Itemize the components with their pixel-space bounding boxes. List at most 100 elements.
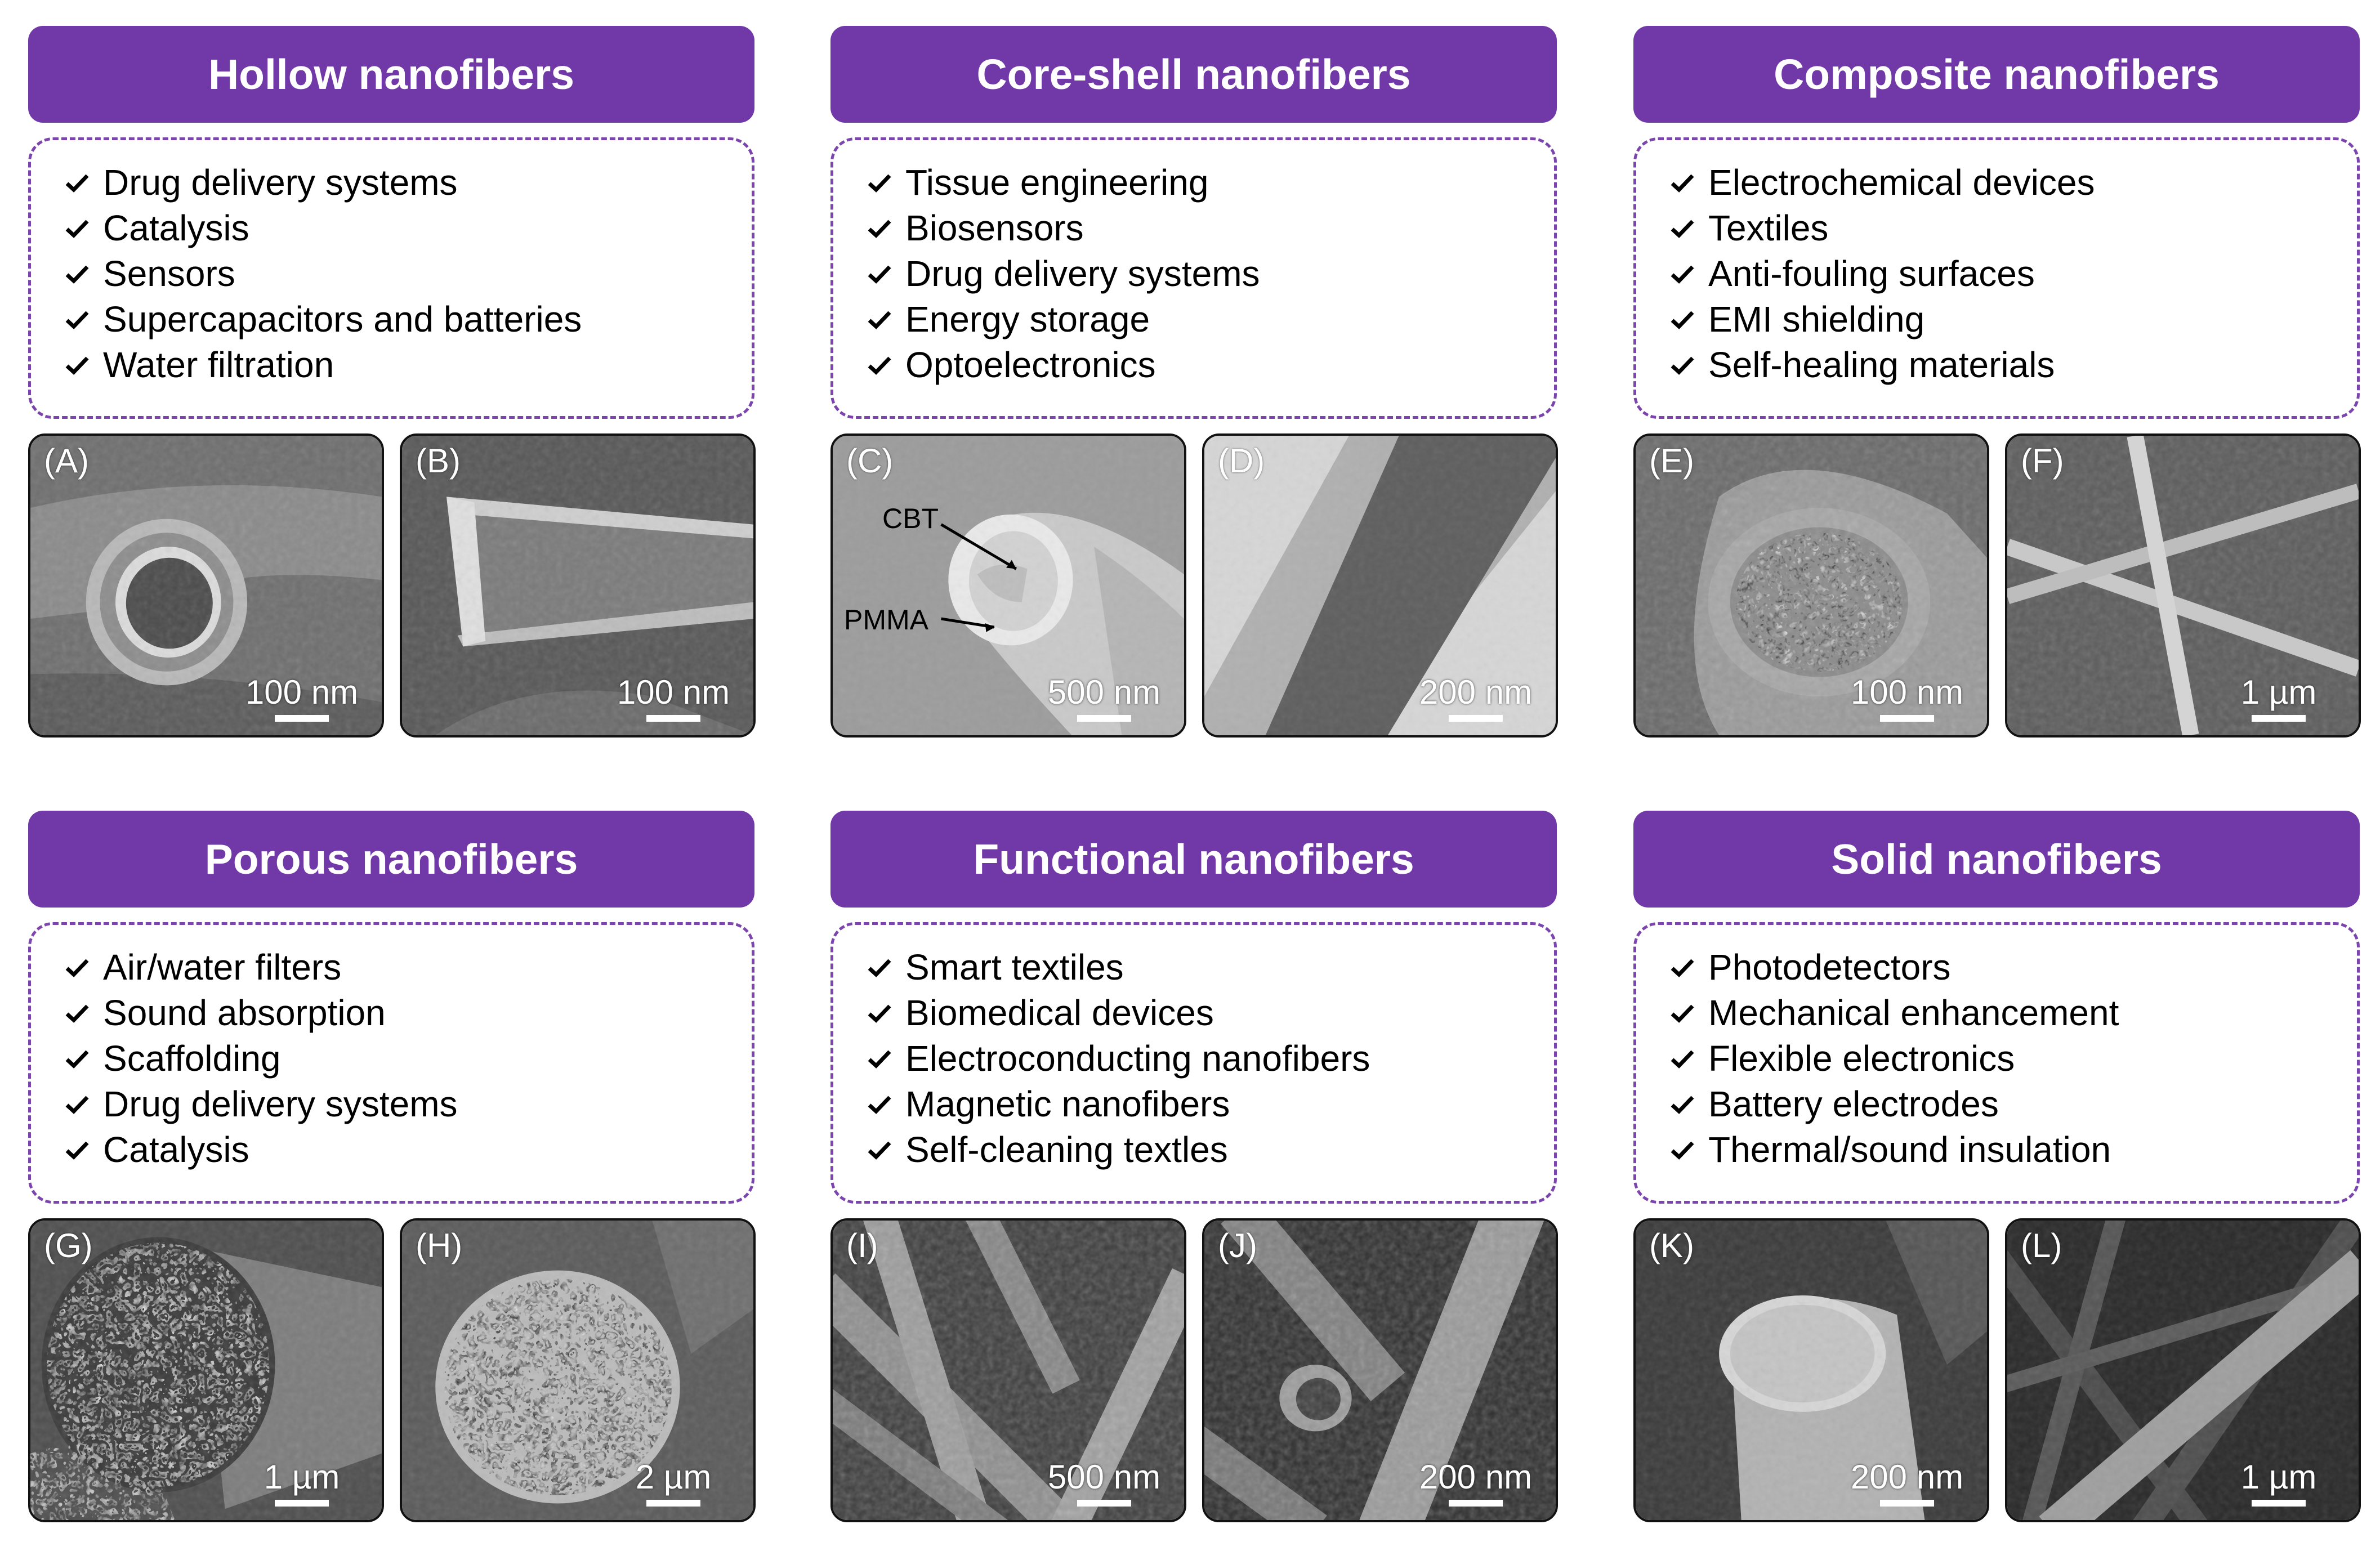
check-icon bbox=[1671, 1096, 1694, 1114]
list-item-text: EMI shielding bbox=[1708, 298, 1925, 339]
scale-bar-line bbox=[2252, 1500, 2306, 1507]
functional-fiber-bundle-image bbox=[833, 1221, 1184, 1520]
check-icon bbox=[1671, 220, 1694, 238]
list-item: Photodetectors bbox=[1670, 944, 2119, 990]
list-item-text: Tissue engineering bbox=[905, 162, 1209, 203]
applications-list-box: Smart textiles Biomedical devices Electr… bbox=[830, 922, 1557, 1204]
cbt-annotation: CBT bbox=[882, 503, 939, 534]
applications-list: Electrochemical devices Textiles Anti-fo… bbox=[1670, 159, 2095, 387]
applications-list-box: Photodetectors Mechanical enhancement Fl… bbox=[1633, 922, 2360, 1204]
applications-list-box: Air/water filters Sound absorption Scaff… bbox=[28, 922, 754, 1204]
applications-list: Smart textiles Biomedical devices Electr… bbox=[867, 944, 1370, 1172]
hollow-fiber-cross-section-image bbox=[30, 436, 382, 735]
list-item-text: Smart textiles bbox=[905, 946, 1124, 987]
list-item-text: Mechanical enhancement bbox=[1708, 992, 2119, 1033]
list-item: Water filtration bbox=[65, 342, 582, 387]
solid-fiber-end-image bbox=[1636, 1221, 1987, 1520]
applications-list-box: Tissue engineering Biosensors Drug deliv… bbox=[830, 137, 1557, 419]
check-icon bbox=[65, 959, 89, 977]
applications-list: Air/water filters Sound absorption Scaff… bbox=[65, 944, 458, 1172]
list-item: Energy storage bbox=[867, 296, 1260, 342]
scale-bar: 1 µm bbox=[234, 1460, 369, 1507]
check-icon bbox=[65, 1096, 89, 1114]
check-icon bbox=[1671, 1141, 1694, 1160]
panel-label: (J) bbox=[1218, 1227, 1257, 1264]
list-item: Anti-fouling surfaces bbox=[1670, 251, 2095, 296]
scale-bar-label: 100 nm bbox=[617, 673, 730, 711]
scale-bar-label: 200 nm bbox=[1419, 673, 1533, 711]
panel-label: (H) bbox=[416, 1227, 463, 1264]
panel-label: (E) bbox=[1649, 442, 1694, 480]
check-icon bbox=[868, 1096, 891, 1114]
check-icon bbox=[868, 1004, 891, 1023]
scale-bar: 200 nm bbox=[1408, 1460, 1543, 1507]
pmma-annotation: PMMA bbox=[844, 604, 928, 636]
panel-label: (B) bbox=[416, 442, 461, 480]
check-icon bbox=[1671, 174, 1694, 193]
list-item: Biomedical devices bbox=[867, 990, 1370, 1035]
check-icon bbox=[868, 356, 891, 375]
solid-fiber-mat-image bbox=[2007, 1221, 2359, 1520]
check-icon bbox=[65, 311, 89, 329]
list-item-text: Sensors bbox=[103, 253, 235, 294]
list-item-text: Electrochemical devices bbox=[1708, 162, 2095, 203]
list-item-text: Sound absorption bbox=[103, 992, 386, 1033]
porous-fiber-foam-image bbox=[402, 1221, 753, 1520]
scale-bar-line bbox=[1880, 1500, 1934, 1507]
list-item: Electrochemical devices bbox=[1670, 159, 2095, 205]
micrograph-g: (G) 1 µm bbox=[28, 1218, 384, 1522]
check-icon bbox=[65, 1050, 89, 1069]
micrograph-e: (E) 100 nm bbox=[1633, 433, 1989, 737]
check-icon bbox=[868, 1050, 891, 1069]
scale-bar: 500 nm bbox=[1037, 1460, 1172, 1507]
scale-bar: 2 µm bbox=[606, 1460, 741, 1507]
list-item: Flexible electronics bbox=[1670, 1035, 2119, 1081]
micrograph-j: (J) 200 nm bbox=[1202, 1218, 1558, 1522]
list-item-text: Flexible electronics bbox=[1708, 1038, 2015, 1079]
list-item-text: Photodetectors bbox=[1708, 946, 1951, 987]
list-item: Thermal/sound insulation bbox=[1670, 1127, 2119, 1172]
list-item-text: Electroconducting nanofibers bbox=[905, 1038, 1370, 1079]
scale-bar-line bbox=[1077, 1500, 1131, 1507]
panel-label: (F) bbox=[2021, 442, 2064, 480]
scale-bar-label: 500 nm bbox=[1047, 673, 1161, 711]
list-item: Tissue engineering bbox=[867, 159, 1260, 205]
list-item-text: Supercapacitors and batteries bbox=[103, 298, 582, 339]
list-item: Drug delivery systems bbox=[65, 1081, 458, 1127]
list-item: Drug delivery systems bbox=[65, 159, 582, 205]
list-item: Magnetic nanofibers bbox=[867, 1081, 1370, 1127]
list-item: Catalysis bbox=[65, 1127, 458, 1172]
panel-title: Hollow nanofibers bbox=[28, 26, 754, 123]
scale-bar-label: 100 nm bbox=[1850, 673, 1964, 711]
panel-label: (K) bbox=[1649, 1227, 1694, 1264]
check-icon bbox=[65, 356, 89, 375]
micrograph-a: (A) 100 nm bbox=[28, 433, 384, 737]
micrograph-l: (L) 1 µm bbox=[2005, 1218, 2361, 1522]
list-item: Sound absorption bbox=[65, 990, 458, 1035]
panel-label: (I) bbox=[846, 1227, 878, 1264]
scale-bar-line bbox=[1449, 1500, 1503, 1507]
check-icon bbox=[868, 311, 891, 329]
scale-bar: 500 nm bbox=[1037, 676, 1172, 722]
panel-label: (C) bbox=[846, 442, 894, 480]
scale-bar-line bbox=[1880, 715, 1934, 722]
micrograph-f: (F) 1 µm bbox=[2005, 433, 2361, 737]
check-icon bbox=[65, 1004, 89, 1023]
panel-title: Functional nanofibers bbox=[830, 811, 1557, 908]
check-icon bbox=[1671, 311, 1694, 329]
list-item-text: Energy storage bbox=[905, 298, 1150, 339]
check-icon bbox=[1671, 1050, 1694, 1069]
applications-list: Drug delivery systems Catalysis Sensors … bbox=[65, 159, 582, 387]
list-item: Optoelectronics bbox=[867, 342, 1260, 387]
applications-list: Photodetectors Mechanical enhancement Fl… bbox=[1670, 944, 2119, 1172]
list-item-text: Self-cleaning textles bbox=[905, 1129, 1228, 1170]
scale-bar: 1 µm bbox=[2211, 1460, 2346, 1507]
panel-title: Solid nanofibers bbox=[1633, 811, 2360, 908]
panel-title: Core-shell nanofibers bbox=[830, 26, 1557, 123]
scale-bar: 200 nm bbox=[1408, 676, 1543, 722]
applications-list: Tissue engineering Biosensors Drug deliv… bbox=[867, 159, 1260, 387]
core-shell-fiber-image bbox=[833, 436, 1184, 735]
panel-title: Porous nanofibers bbox=[28, 811, 754, 908]
list-item-text: Biosensors bbox=[905, 207, 1084, 248]
scale-bar: 100 nm bbox=[234, 676, 369, 722]
